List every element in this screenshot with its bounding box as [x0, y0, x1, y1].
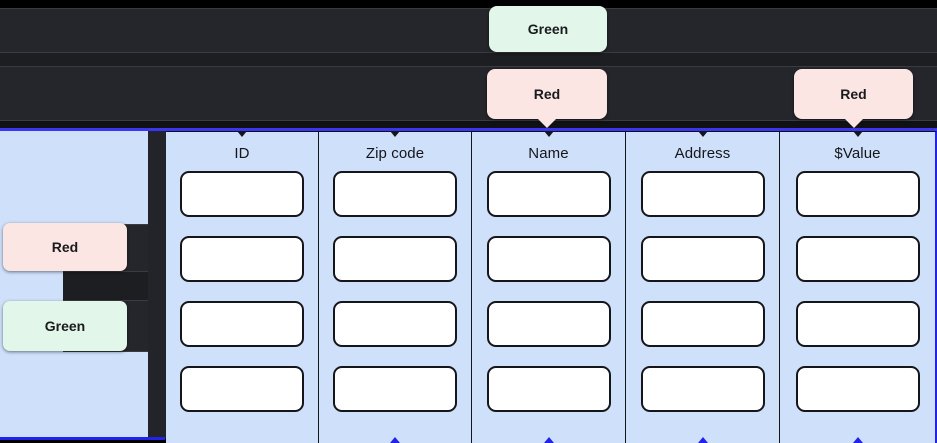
- chip-red-left-panel[interactable]: Red: [3, 223, 127, 271]
- cell-input[interactable]: [795, 301, 920, 347]
- cell-input[interactable]: [486, 171, 611, 217]
- column-header-name: Name: [528, 145, 569, 162]
- cell-input[interactable]: [795, 171, 920, 217]
- cell-input[interactable]: [640, 236, 765, 282]
- cell-input[interactable]: [486, 236, 611, 282]
- column-tick-icon: [543, 131, 554, 137]
- cell-input[interactable]: [486, 301, 611, 347]
- column-tick-icon: [852, 131, 863, 137]
- cell-input[interactable]: [640, 366, 765, 412]
- blue-divider: [0, 128, 937, 131]
- column-tick-icon: [390, 131, 400, 137]
- cell-input[interactable]: [333, 236, 457, 282]
- cell-input[interactable]: [640, 171, 765, 217]
- column-tick-icon: [697, 131, 708, 137]
- cell-input[interactable]: [486, 366, 611, 412]
- column-tick-bottom-icon: [390, 437, 400, 443]
- table-panel: ID Zip code Name Addres: [166, 131, 937, 443]
- chip-green-left-panel[interactable]: Green: [3, 301, 127, 351]
- left-panel-vertical-divider: [148, 131, 166, 439]
- cell-input[interactable]: [180, 236, 304, 282]
- left-panel-strip-middle: [63, 272, 152, 300]
- table-column-name: Name: [472, 131, 626, 443]
- column-header-zip-code: Zip code: [365, 145, 425, 162]
- column-tick-icon: [237, 131, 247, 137]
- toolbar-row-bottom[interactable]: [0, 66, 937, 121]
- table-column-zip-code: Zip code: [319, 131, 472, 443]
- cell-input[interactable]: [180, 301, 304, 347]
- cell-input[interactable]: [795, 236, 920, 282]
- table-column-value: $Value: [780, 131, 935, 443]
- cell-input[interactable]: [180, 171, 304, 217]
- chip-red-right[interactable]: Red: [794, 69, 913, 119]
- column-header-id: ID: [234, 145, 250, 162]
- cell-input[interactable]: [180, 366, 304, 412]
- cell-input[interactable]: [333, 366, 457, 412]
- cell-input[interactable]: [333, 301, 457, 347]
- cell-input[interactable]: [640, 301, 765, 347]
- toolbar-gap-upper: [0, 53, 937, 66]
- column-tick-bottom-icon: [697, 437, 708, 443]
- cell-input[interactable]: [333, 171, 457, 217]
- chip-red-middle[interactable]: Red: [487, 69, 607, 119]
- left-panel-underline: [0, 437, 165, 440]
- column-tick-bottom-icon: [543, 437, 554, 443]
- table-column-address: Address: [626, 131, 780, 443]
- chip-green-top[interactable]: Green: [489, 6, 607, 52]
- column-tick-bottom-icon: [852, 437, 863, 443]
- table-column-id: ID: [166, 131, 319, 443]
- chip-red-right-arrow-icon: [845, 119, 863, 128]
- toolbar-row-top[interactable]: [0, 8, 937, 53]
- toolbar-gap-lower: [0, 121, 937, 128]
- cell-input[interactable]: [795, 366, 920, 412]
- column-header-value: $Value: [834, 145, 881, 162]
- column-header-address: Address: [674, 145, 731, 162]
- chip-red-middle-arrow-icon: [538, 119, 556, 128]
